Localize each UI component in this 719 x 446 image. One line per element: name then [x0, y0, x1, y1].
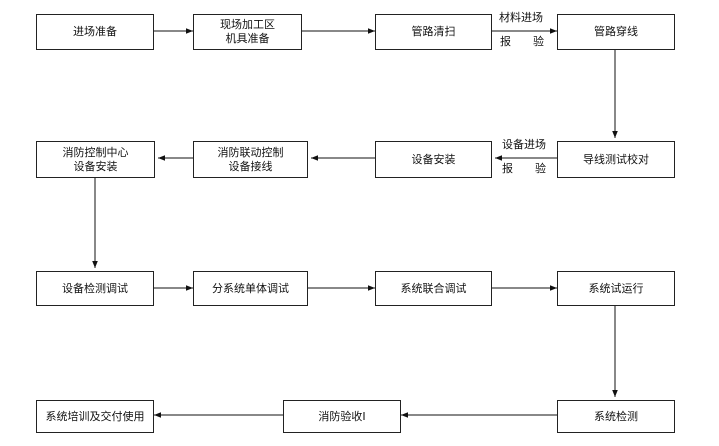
node-control-center-installation: 消防控制中心 设备安装: [36, 141, 155, 178]
node-linkage-control-wiring: 消防联动控制 设备接线: [193, 141, 308, 178]
node-site-preparation: 进场准备: [36, 14, 154, 50]
node-label-line-1: 系统联合调试: [400, 281, 467, 295]
node-label-line-1: 系统检测: [594, 409, 638, 423]
node-label-line-2: 机具准备: [225, 32, 270, 45]
node-pipe-threading: 管路穿线: [557, 14, 675, 50]
node-label-line-1: 设备安装: [411, 152, 456, 166]
edge-label-report: 报: [502, 162, 513, 175]
node-label-line-2: 设备接线: [228, 159, 273, 173]
edge-label-inspect: 验: [533, 35, 544, 48]
node-label-line-1: 进场准备: [73, 25, 117, 38]
edge-label-material-entry: 材料进场: [499, 11, 543, 24]
node-device-installation: 设备安装: [375, 141, 492, 178]
node-system-joint-debugging: 系统联合调试: [375, 271, 492, 306]
node-pipe-cleaning: 管路清扫: [375, 14, 492, 50]
node-label-line-2: 设备安装: [73, 159, 118, 173]
edge-label-inspect: 验: [535, 162, 546, 175]
node-label-line-1: 系统培训及交付使用: [45, 409, 145, 423]
node-system-inspection: 系统检测: [557, 400, 675, 433]
edge-label-report: 报: [500, 35, 511, 48]
node-label-line-1: 现场加工区: [220, 18, 275, 31]
node-system-trial-run: 系统试运行: [557, 271, 675, 306]
node-label-line-1: 消防控制中心: [62, 145, 129, 159]
node-processing-area-equipment: 现场加工区 机具准备: [193, 14, 302, 50]
node-label-line-1: 设备检测调试: [62, 281, 128, 295]
node-label-line-1: 管路穿线: [594, 25, 638, 38]
node-label-line-1: 导线测试校对: [583, 152, 649, 166]
node-device-inspection-debugging: 设备检测调试: [36, 271, 154, 306]
node-fire-acceptance: 消防验收I: [283, 400, 401, 433]
edge-label-equipment-entry: 设备进场: [502, 138, 546, 151]
node-label-line-1: 分系统单体调试: [212, 281, 289, 295]
node-training-handover: 系统培训及交付使用: [36, 400, 154, 433]
node-label-line-1: 消防联动控制: [217, 145, 284, 159]
node-label-line-1: 消防验收I: [318, 409, 366, 423]
node-subsystem-unit-debugging: 分系统单体调试: [193, 271, 308, 306]
node-label-line-1: 管路清扫: [411, 25, 456, 38]
node-label-line-1: 系统试运行: [588, 281, 644, 295]
node-wire-test-check: 导线测试校对: [557, 141, 675, 178]
